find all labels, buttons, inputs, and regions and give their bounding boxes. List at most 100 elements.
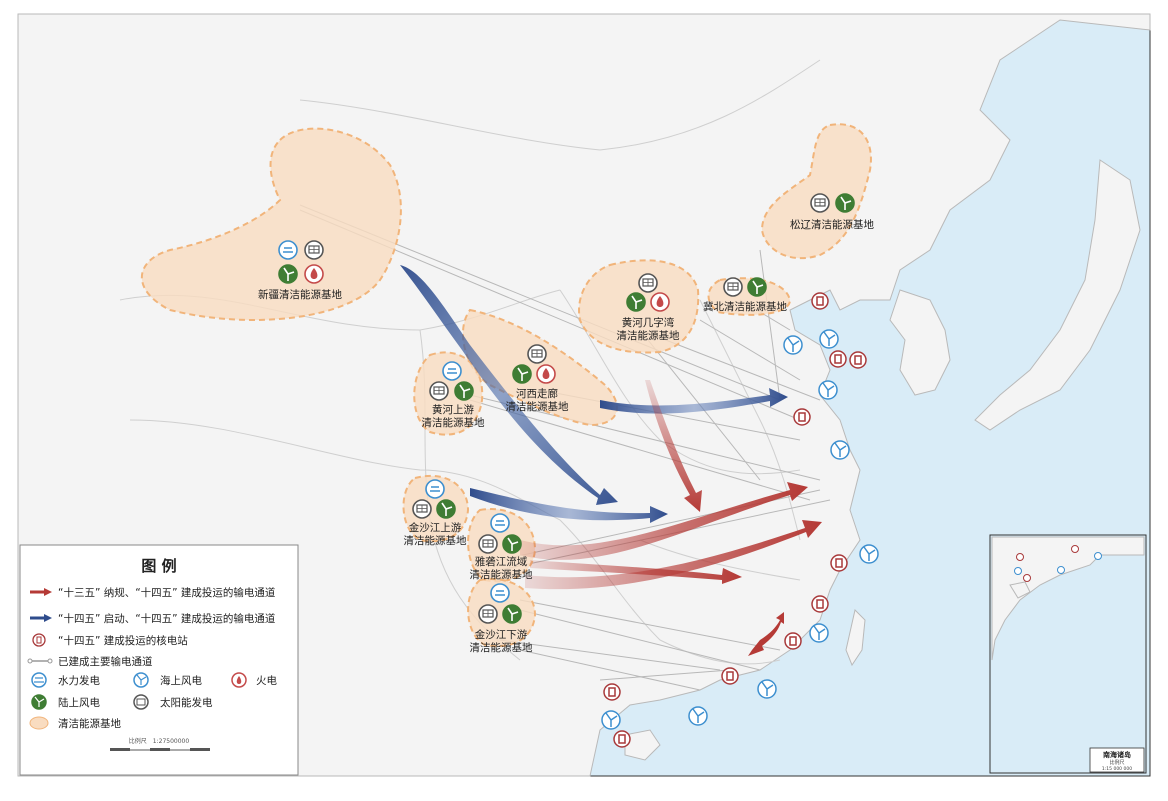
offshore-wind-icon	[830, 440, 850, 460]
legend-nuclear: “十四五” 建成投运的核电站	[32, 633, 188, 647]
legend-box	[19, 544, 299, 776]
blue-arrow-jinsha-upper	[470, 488, 668, 523]
red-transmission-arrows	[520, 380, 822, 656]
base-region-jinsha-lower	[467, 578, 537, 648]
solar-icon	[723, 277, 743, 297]
inset-title: 南海诸岛	[1103, 750, 1131, 759]
hydro-icon	[442, 361, 462, 381]
offshore-wind-icon	[819, 329, 839, 349]
legend-nuclear-label: “十四五” 建成投运的核电站	[58, 634, 188, 647]
base-label-line2: 清洁能源基地	[470, 641, 533, 654]
base-swatch	[29, 716, 49, 730]
onshore-wind-icon	[747, 277, 767, 297]
legend-offshore: 海上风电	[133, 672, 202, 688]
blue-transmission-arrows	[400, 265, 788, 523]
base-label-line1: 黄河上游	[432, 403, 474, 416]
solar-icon	[133, 694, 149, 710]
base-label-line1: 河西走廊	[516, 387, 558, 400]
south-china-sea-inset: 南海诸岛 比例尺 1:15 000 000	[989, 534, 1147, 774]
thermal-icon	[304, 264, 324, 284]
legend-blue-arrow: “十四五” 启动、“十四五” 建成投运的输电通道	[30, 612, 276, 625]
inset-nuclear-icon	[1071, 545, 1079, 553]
nuclear-icon	[613, 730, 631, 748]
legend-red-arrow-label: “十三五” 纳规、“十四五” 建成投运的输电通道	[58, 586, 276, 599]
hydro-icon	[425, 479, 445, 499]
legend-base: 清洁能源基地	[29, 716, 121, 730]
nuclear-icon	[811, 292, 829, 310]
base-region-xinjiang	[140, 127, 402, 321]
red-arrow-yalong-1	[520, 482, 808, 560]
thermal-icon	[536, 364, 556, 384]
base-songliao: 松辽清洁能源基地	[790, 193, 874, 231]
hydro-icon	[278, 240, 298, 260]
hainan-land	[624, 729, 661, 761]
base-label-line2: 清洁能源基地	[617, 329, 680, 342]
blue-arrow-xinjiang-east	[400, 265, 618, 505]
solar-icon	[429, 381, 449, 401]
offshore-wind-icon	[809, 623, 829, 643]
hydro-icon	[490, 513, 510, 533]
offshore-wind-sites	[601, 329, 879, 730]
legend-solar-label: 太阳能发电	[160, 696, 213, 709]
nuclear-stations	[603, 292, 867, 748]
base-label-line2: 清洁能源基地	[422, 416, 485, 429]
legend-grey-line: 已建成主要输电通道	[27, 655, 153, 668]
red-arrow-yalong-2	[525, 520, 822, 590]
legend-base-label: 清洁能源基地	[58, 717, 121, 730]
offshore-wind-icon	[757, 679, 777, 699]
hydro-icon	[490, 583, 510, 603]
inset-scale-value: 1:15 000 000	[1102, 766, 1132, 772]
legend-hydro: 水力发电	[31, 672, 100, 688]
solar-icon	[478, 534, 498, 554]
base-icon-layer: 新疆清洁能源基地松辽清洁能源基地冀北清洁能源基地黄河几字湾清洁能源基地河西走廊清…	[258, 193, 874, 654]
nuclear-icon	[32, 633, 46, 647]
legend-thermal: 火电	[231, 672, 277, 688]
inset-offshore-wind-icon	[1057, 566, 1065, 574]
solar-icon	[638, 273, 658, 293]
red-arrow-yalong-3	[530, 560, 742, 584]
base-label: 新疆清洁能源基地	[258, 288, 342, 301]
legend-scale: 比例尺 1:27500000	[110, 737, 210, 751]
offshore-wind-icon	[783, 335, 803, 355]
base-region-yalong	[467, 508, 537, 583]
onshore-wind-icon	[502, 604, 522, 624]
legend-hydro-label: 水力发电	[58, 674, 100, 687]
legend-onshore: 陆上风电	[31, 694, 100, 710]
legend-offshore-label: 海上风电	[160, 674, 202, 687]
legend-grey-line-label: 已建成主要输电通道	[58, 655, 153, 668]
red-arrow-jizi-south	[645, 380, 702, 512]
legend-red-arrow: “十三五” 纳规、“十四五” 建成投运的输电通道	[30, 586, 276, 599]
legend-onshore-label: 陆上风电	[58, 696, 100, 709]
legend-title: 图 例	[141, 557, 176, 575]
onshore-wind-icon	[454, 381, 474, 401]
nuclear-icon	[603, 683, 621, 701]
offshore-wind-icon	[859, 544, 879, 564]
inset-scale: 比例尺	[1109, 759, 1124, 766]
base-jibei: 冀北清洁能源基地	[703, 277, 787, 313]
nuclear-icon	[721, 667, 739, 685]
inset-title-box	[1089, 747, 1145, 773]
nuclear-icon	[830, 554, 848, 572]
offshore-wind-icon	[818, 380, 838, 400]
taiwan-land	[845, 609, 866, 667]
legend: 图 例 “十三五” 纳规、“十四五” 建成投运的输电通道 “十四五” 启动、“十…	[19, 544, 299, 776]
solar-icon	[478, 604, 498, 624]
nuclear-icon	[829, 350, 847, 368]
inset-nuclear-icon	[1023, 574, 1031, 582]
onshore-wind-icon	[502, 534, 522, 554]
base-label-line2: 清洁能源基地	[506, 400, 569, 413]
base-label-line1: 金沙江上游	[409, 521, 462, 534]
base-label-line2: 清洁能源基地	[470, 568, 533, 581]
base-label-line1: 雅砻江流域	[475, 555, 528, 568]
scale-label: 比例尺 1:27500000	[129, 737, 190, 745]
legend-blue-arrow-label: “十四五” 启动、“十四五” 建成投运的输电通道	[58, 612, 276, 625]
japan-land	[974, 159, 1141, 431]
legend-solar: 太阳能发电	[133, 694, 213, 710]
nuclear-icon	[784, 632, 802, 650]
base-label-line2: 清洁能源基地	[404, 534, 467, 547]
